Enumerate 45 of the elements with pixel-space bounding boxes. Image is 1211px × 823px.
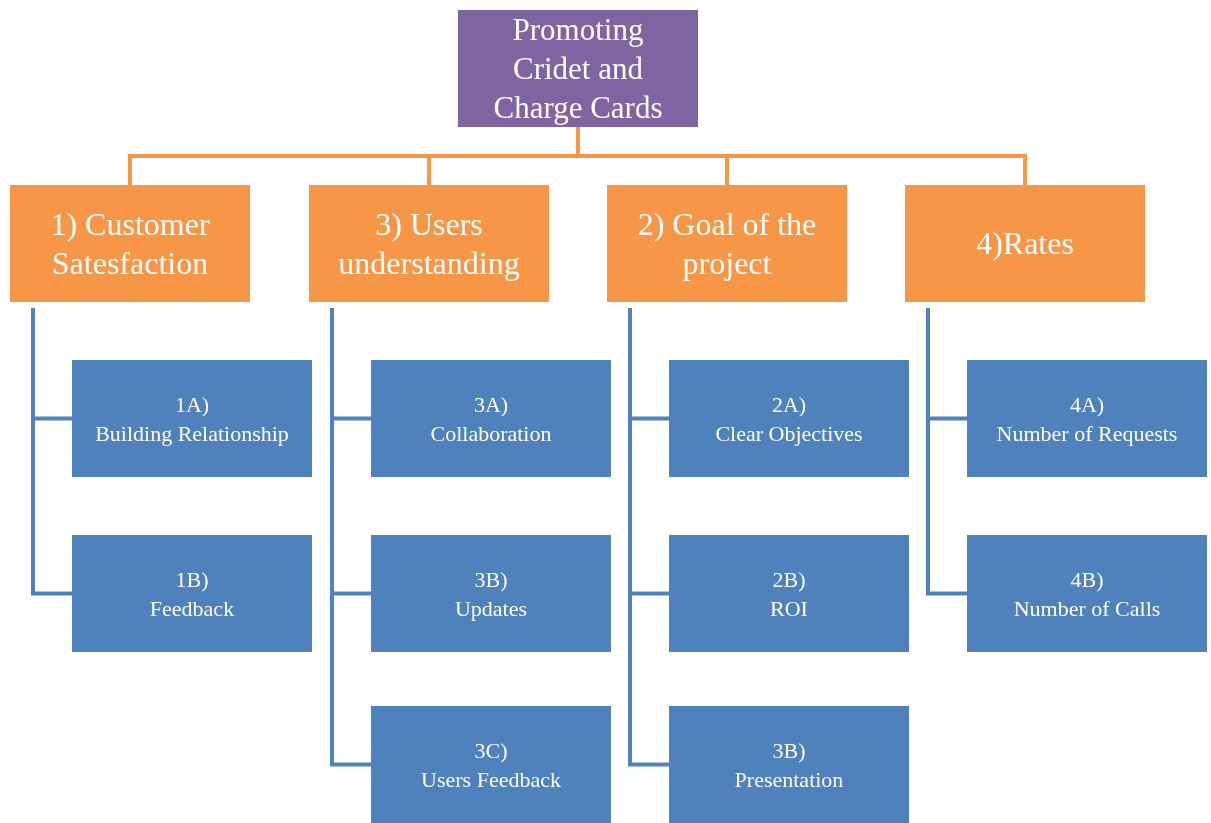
item-label: Presentation [734,765,844,794]
item-label: Number of Requests [996,419,1178,448]
item-label: Building Relationship [95,419,289,448]
item-label: Updates [454,594,528,623]
item-box [669,706,909,823]
item-number: 3B) [772,736,806,765]
item-label: Users Feedback [421,765,561,794]
category-label: 3) Users understanding [337,204,521,283]
category-box [607,185,847,302]
item-label: Feedback [149,594,235,623]
item-box [72,535,312,652]
item-box [371,706,611,823]
item-number: 4A) [1069,390,1105,419]
item-number: 3B) [474,565,508,594]
item-label: Collaboration [430,419,552,448]
item-label: Clear Objectives [715,419,863,448]
category-box [309,185,549,302]
item-box [967,360,1207,477]
connector-line [31,308,72,596]
category-box [905,185,1145,302]
category-label: 4)Rates [976,224,1074,263]
title-box [458,10,698,127]
item-box [371,535,611,652]
item-box [967,535,1207,652]
connector-line [330,308,371,767]
connector-line [926,308,967,596]
item-number: 3A) [473,390,509,419]
connector-line [628,308,669,767]
item-box [669,535,909,652]
category-label: 2) Goal of the project [636,204,818,283]
item-box [669,360,909,477]
item-number: 4B) [1070,565,1104,594]
item-number: 3C) [474,736,508,765]
connector-line [576,127,1027,185]
item-number: 1B) [175,565,209,594]
category-box [10,185,250,302]
item-box [72,360,312,477]
item-label: ROI [770,594,808,623]
category-label: 1) Customer Satesfaction [49,204,211,283]
item-label: Number of Calls [1013,594,1161,623]
item-box [371,360,611,477]
item-number: 2B) [772,565,806,594]
title-text: Promoting Cridet and Charge Cards [492,11,664,127]
item-number: 2A) [771,390,807,419]
item-number: 1A) [174,390,210,419]
